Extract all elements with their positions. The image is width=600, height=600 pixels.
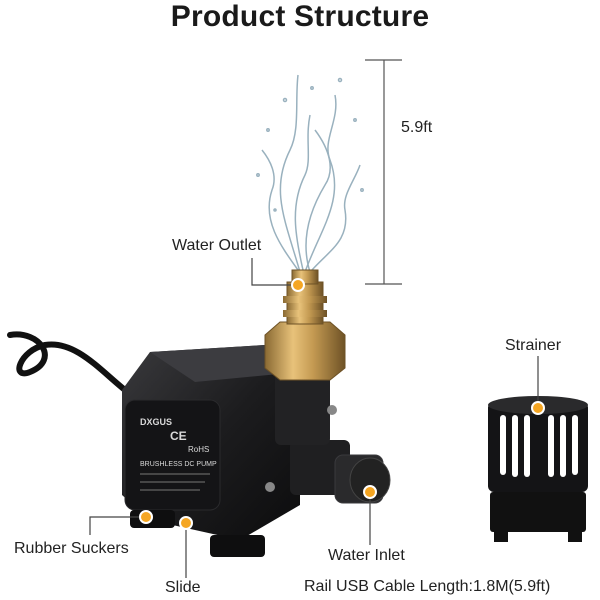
- callout-markers: [139, 278, 545, 530]
- pump-label-print: DXGUS CE RoHS BRUSHLESS DC PUMP: [140, 417, 217, 491]
- pump-brand: DXGUS: [140, 417, 172, 427]
- usb-cable: [7, 331, 128, 393]
- marker-slide: [179, 516, 193, 530]
- leader-lines: [89, 258, 539, 578]
- cable-length-label: Rail USB Cable Length:1.8M(5.9ft): [304, 578, 551, 595]
- pump-model: BRUSHLESS DC PUMP: [140, 461, 217, 468]
- water-splash: [256, 74, 364, 273]
- brass-fitting: [264, 269, 346, 381]
- page-title: Product Structure: [170, 0, 430, 33]
- strainer-label: Strainer: [505, 337, 562, 354]
- slide-label: Slide: [165, 579, 201, 596]
- water-inlet-label: Water Inlet: [328, 547, 405, 564]
- marker-water-outlet: [291, 278, 305, 292]
- pump-body: [122, 345, 391, 557]
- marker-rubber-suckers: [139, 510, 153, 524]
- rubber-suckers-label: Rubber Suckers: [14, 540, 129, 557]
- marker-strainer: [531, 401, 545, 415]
- ce-mark: CE: [170, 429, 187, 443]
- height-dimension: [365, 59, 402, 285]
- strainer-part: [488, 396, 588, 542]
- water-outlet-label: Water Outlet: [172, 237, 262, 254]
- rohs-mark: RoHS: [188, 445, 209, 454]
- height-label: 5.9ft: [401, 119, 433, 136]
- marker-water-inlet: [363, 485, 377, 499]
